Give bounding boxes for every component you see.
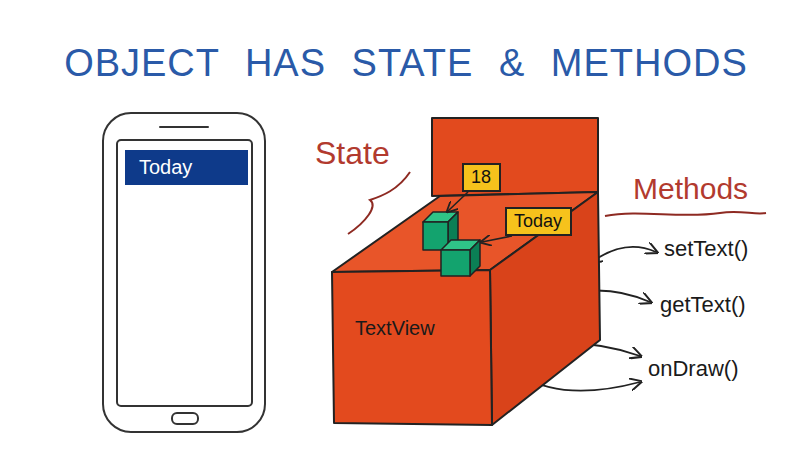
- method-name: getText(): [660, 292, 746, 317]
- box-face: [432, 118, 598, 196]
- section-label: State: [315, 135, 390, 172]
- state-value: 18: [471, 167, 492, 188]
- state-tag: Today: [505, 207, 572, 236]
- title-bar: Today: [125, 150, 248, 185]
- title: OBJECT HAS STATE & METHODS: [64, 42, 748, 86]
- method-name: onDraw(): [648, 356, 738, 381]
- tag-pointer: [448, 192, 512, 242]
- methods-underline: [605, 212, 766, 216]
- box-face: [332, 270, 492, 425]
- state-cube: [441, 240, 480, 276]
- box-face: [490, 192, 600, 425]
- section-label: Methods: [633, 172, 748, 207]
- class-name: TextView: [355, 317, 435, 340]
- method-name: setText(): [664, 236, 748, 261]
- bar-title: Today: [139, 156, 192, 179]
- state-tag: 18: [462, 163, 501, 192]
- phone-outline: [103, 113, 265, 432]
- state-value: Today: [514, 211, 563, 232]
